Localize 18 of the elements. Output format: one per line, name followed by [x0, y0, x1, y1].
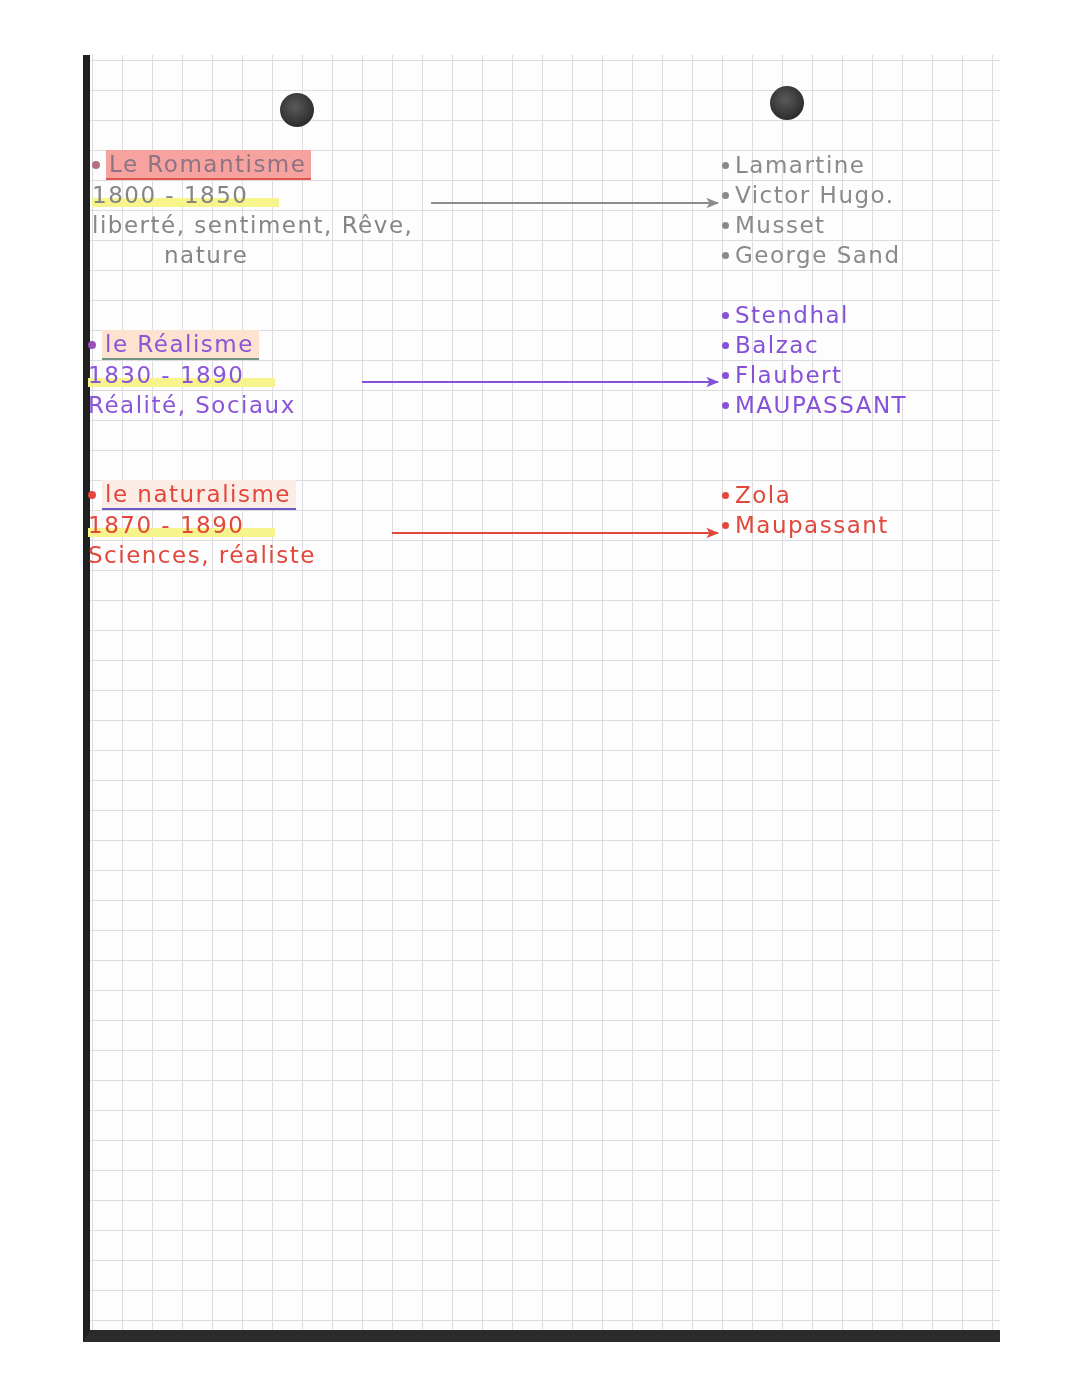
author-name: Victor Hugo.	[735, 181, 895, 209]
author-name: Lamartine	[735, 151, 866, 179]
keywords-text: liberté, sentiment, Rêve, nature	[92, 211, 415, 270]
author-name: Zola	[735, 481, 792, 509]
author-name: Musset	[735, 211, 826, 239]
author-name: Flaubert	[735, 361, 843, 389]
author-name: Maupassant	[735, 511, 889, 539]
author-name: Balzac	[735, 331, 820, 359]
arrow	[391, 527, 720, 539]
movement-title: le Réalisme	[102, 330, 259, 360]
arrow	[430, 197, 720, 209]
arrow	[361, 376, 720, 388]
keywords-text: Réalité, Sociaux	[88, 391, 297, 420]
author-name: Stendhal	[735, 301, 849, 329]
movement-title: Le Romantisme	[106, 150, 312, 180]
author-name: MAUPASSANT	[735, 391, 908, 419]
author-name: George Sand	[735, 241, 901, 269]
movement-title: le naturalisme	[102, 480, 296, 510]
